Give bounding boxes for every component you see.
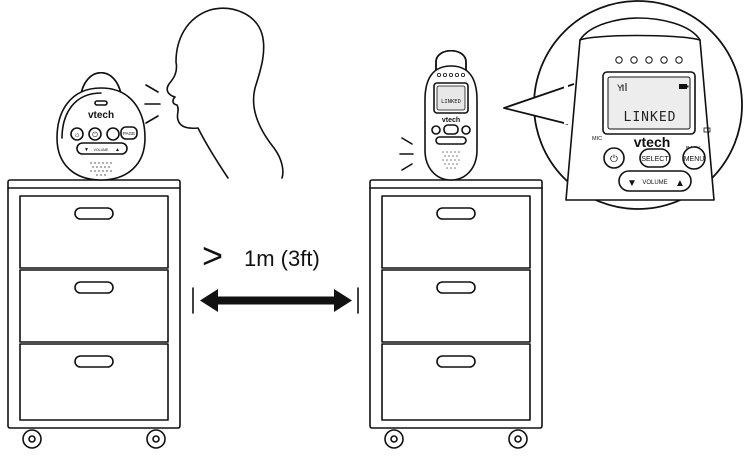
- svg-text:Ƴ: Ƴ: [617, 83, 624, 93]
- power-button: ⏻: [603, 147, 625, 169]
- parent-unit: LINKED vtech: [424, 49, 478, 181]
- svg-text:VOLUME: VOLUME: [94, 148, 109, 152]
- left-cabinet: [7, 179, 181, 449]
- volume-rocker: ▼ ▲ VOLUME: [618, 170, 692, 192]
- volume-down-icon: ▼: [627, 178, 637, 189]
- baby-unit-brand: vtech: [88, 110, 114, 121]
- greater-than-symbol: >: [202, 235, 223, 276]
- right-cabinet: [369, 179, 543, 449]
- menu-label: MENU: [684, 156, 705, 163]
- distance-label: > 1m (3ft): [202, 235, 320, 276]
- zoom-callout: Ƴ LINKED vtech MIC BACK ⏻ SELECT MENU ▼: [503, 0, 743, 210]
- parent-unit-small-brand: vtech: [442, 117, 460, 124]
- power-icon: ⏻: [88, 127, 102, 141]
- sound-waves-icon: [399, 137, 414, 171]
- backlight-mark: [703, 127, 711, 133]
- night-light-icon: ☼: [70, 127, 84, 141]
- distance-value: 1m (3ft): [244, 246, 320, 271]
- menu-button: MENU: [682, 146, 706, 170]
- parent-brand: vtech: [634, 134, 671, 150]
- volume-label: VOLUME: [642, 180, 667, 186]
- svg-text:⏻: ⏻: [92, 131, 98, 139]
- parent-unit-small-screen-status: LINKED: [441, 99, 461, 105]
- select-button: SELECT: [639, 148, 671, 168]
- page-button-label: PAGE: [123, 131, 135, 136]
- volume-up-icon: ▲: [675, 178, 685, 189]
- battery-icon: [679, 84, 689, 89]
- svg-text:▼: ▼: [84, 147, 89, 153]
- parent-screen-status: LINKED: [624, 110, 677, 125]
- speaking-person-head: [166, 7, 284, 179]
- power-icon: ⏻: [610, 154, 618, 165]
- speech-waves-icon: [144, 84, 161, 124]
- speaker-grill: [90, 162, 112, 176]
- svg-text:☼: ☼: [73, 130, 80, 139]
- double-arrow-icon: [192, 287, 359, 314]
- svg-text:▲: ▲: [115, 147, 120, 153]
- signal-icon: Ƴ: [617, 83, 627, 93]
- mic-label: MIC: [592, 136, 602, 142]
- baby-unit: vtech ☼ ⏻ PAGE ▼ ▲ VOLUME: [56, 71, 146, 181]
- select-label: SELECT: [641, 156, 669, 163]
